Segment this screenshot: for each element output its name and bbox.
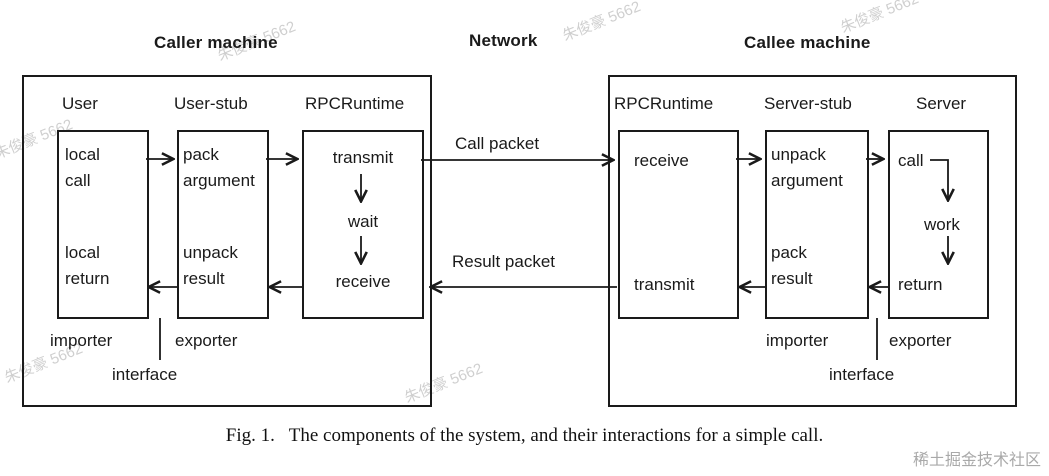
pack-argument-text: pack argument bbox=[183, 145, 255, 190]
receive-step: receive bbox=[335, 272, 391, 291]
server-stub-box: unpack argument pack result bbox=[765, 130, 869, 319]
caller-machine-label: Caller machine bbox=[154, 33, 278, 52]
call-step: call bbox=[898, 151, 924, 170]
return-step: return bbox=[898, 275, 943, 294]
network-label: Network bbox=[469, 31, 538, 50]
callee-interface-label: interface bbox=[829, 365, 895, 384]
callee-machine-box bbox=[608, 75, 1017, 407]
callee-exporter-label: exporter bbox=[889, 331, 952, 350]
caller-rpcruntime-title: RPCRuntime bbox=[305, 94, 405, 113]
transmit-text: transmit bbox=[634, 275, 695, 294]
transmit-step: transmit bbox=[332, 148, 394, 167]
pack-result-text: pack result bbox=[771, 243, 813, 288]
figure-caption: Fig. 1. The components of the system, an… bbox=[225, 425, 824, 446]
callee-rpcruntime-title: RPCRuntime bbox=[614, 94, 714, 113]
caller-importer-label: importer bbox=[50, 331, 113, 350]
server-box: call work return bbox=[888, 130, 989, 319]
unpack-argument-text: unpack argument bbox=[771, 145, 843, 190]
callee-machine-label: Callee machine bbox=[744, 33, 871, 52]
unpack-result-text: unpack result bbox=[183, 243, 238, 288]
receive-text: receive bbox=[634, 151, 689, 170]
caller-exporter-label: exporter bbox=[175, 331, 238, 350]
server-stub-title: Server-stub bbox=[764, 94, 852, 113]
call-packet-label: Call packet bbox=[455, 134, 540, 153]
server-title: Server bbox=[916, 94, 967, 113]
caller-machine-box bbox=[22, 75, 432, 407]
caller-rpcruntime-box: transmit wait receive bbox=[302, 130, 424, 319]
result-packet-label: Result packet bbox=[452, 252, 555, 271]
user-stub-box: pack argument unpack result bbox=[177, 130, 269, 319]
user-box: local call local return bbox=[57, 130, 149, 319]
work-step: work bbox=[924, 215, 960, 234]
user-title: User bbox=[62, 94, 98, 113]
juejin-watermark: 稀土掘金技术社区 bbox=[912, 452, 1041, 469]
wait-step: wait bbox=[347, 212, 379, 231]
callee-importer-label: importer bbox=[766, 331, 829, 350]
local-call-text: local call bbox=[65, 145, 100, 190]
user-stub-title: User-stub bbox=[174, 94, 248, 113]
local-return-text: local return bbox=[65, 243, 110, 288]
watermark-text: 朱俊豪 5662 bbox=[560, 0, 644, 45]
caller-interface-label: interface bbox=[112, 365, 178, 384]
callee-rpcruntime-box: receive transmit bbox=[618, 130, 739, 319]
